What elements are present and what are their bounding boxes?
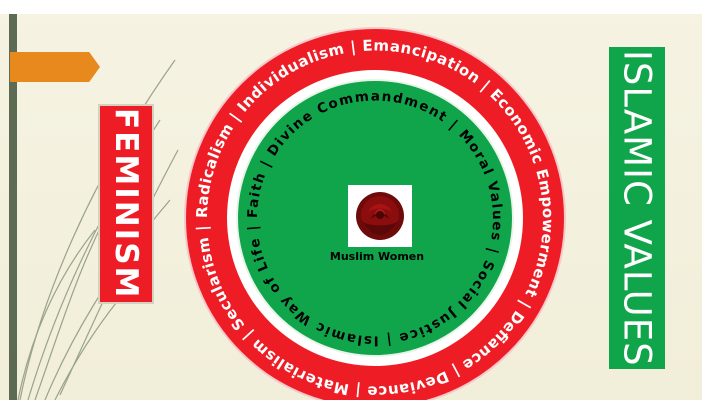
orange-tab: [10, 52, 100, 82]
feminism-label: FEMINISM: [98, 104, 154, 304]
rose-image-frame: [348, 185, 412, 247]
islamic-values-label: ISLAMIC VALUES: [609, 47, 665, 369]
top-strip: [0, 0, 702, 14]
rose-icon: [356, 192, 404, 240]
inner-rim: [236, 79, 514, 357]
center-label: Muslim Women: [329, 250, 425, 263]
left-accent-bar: [9, 14, 17, 400]
